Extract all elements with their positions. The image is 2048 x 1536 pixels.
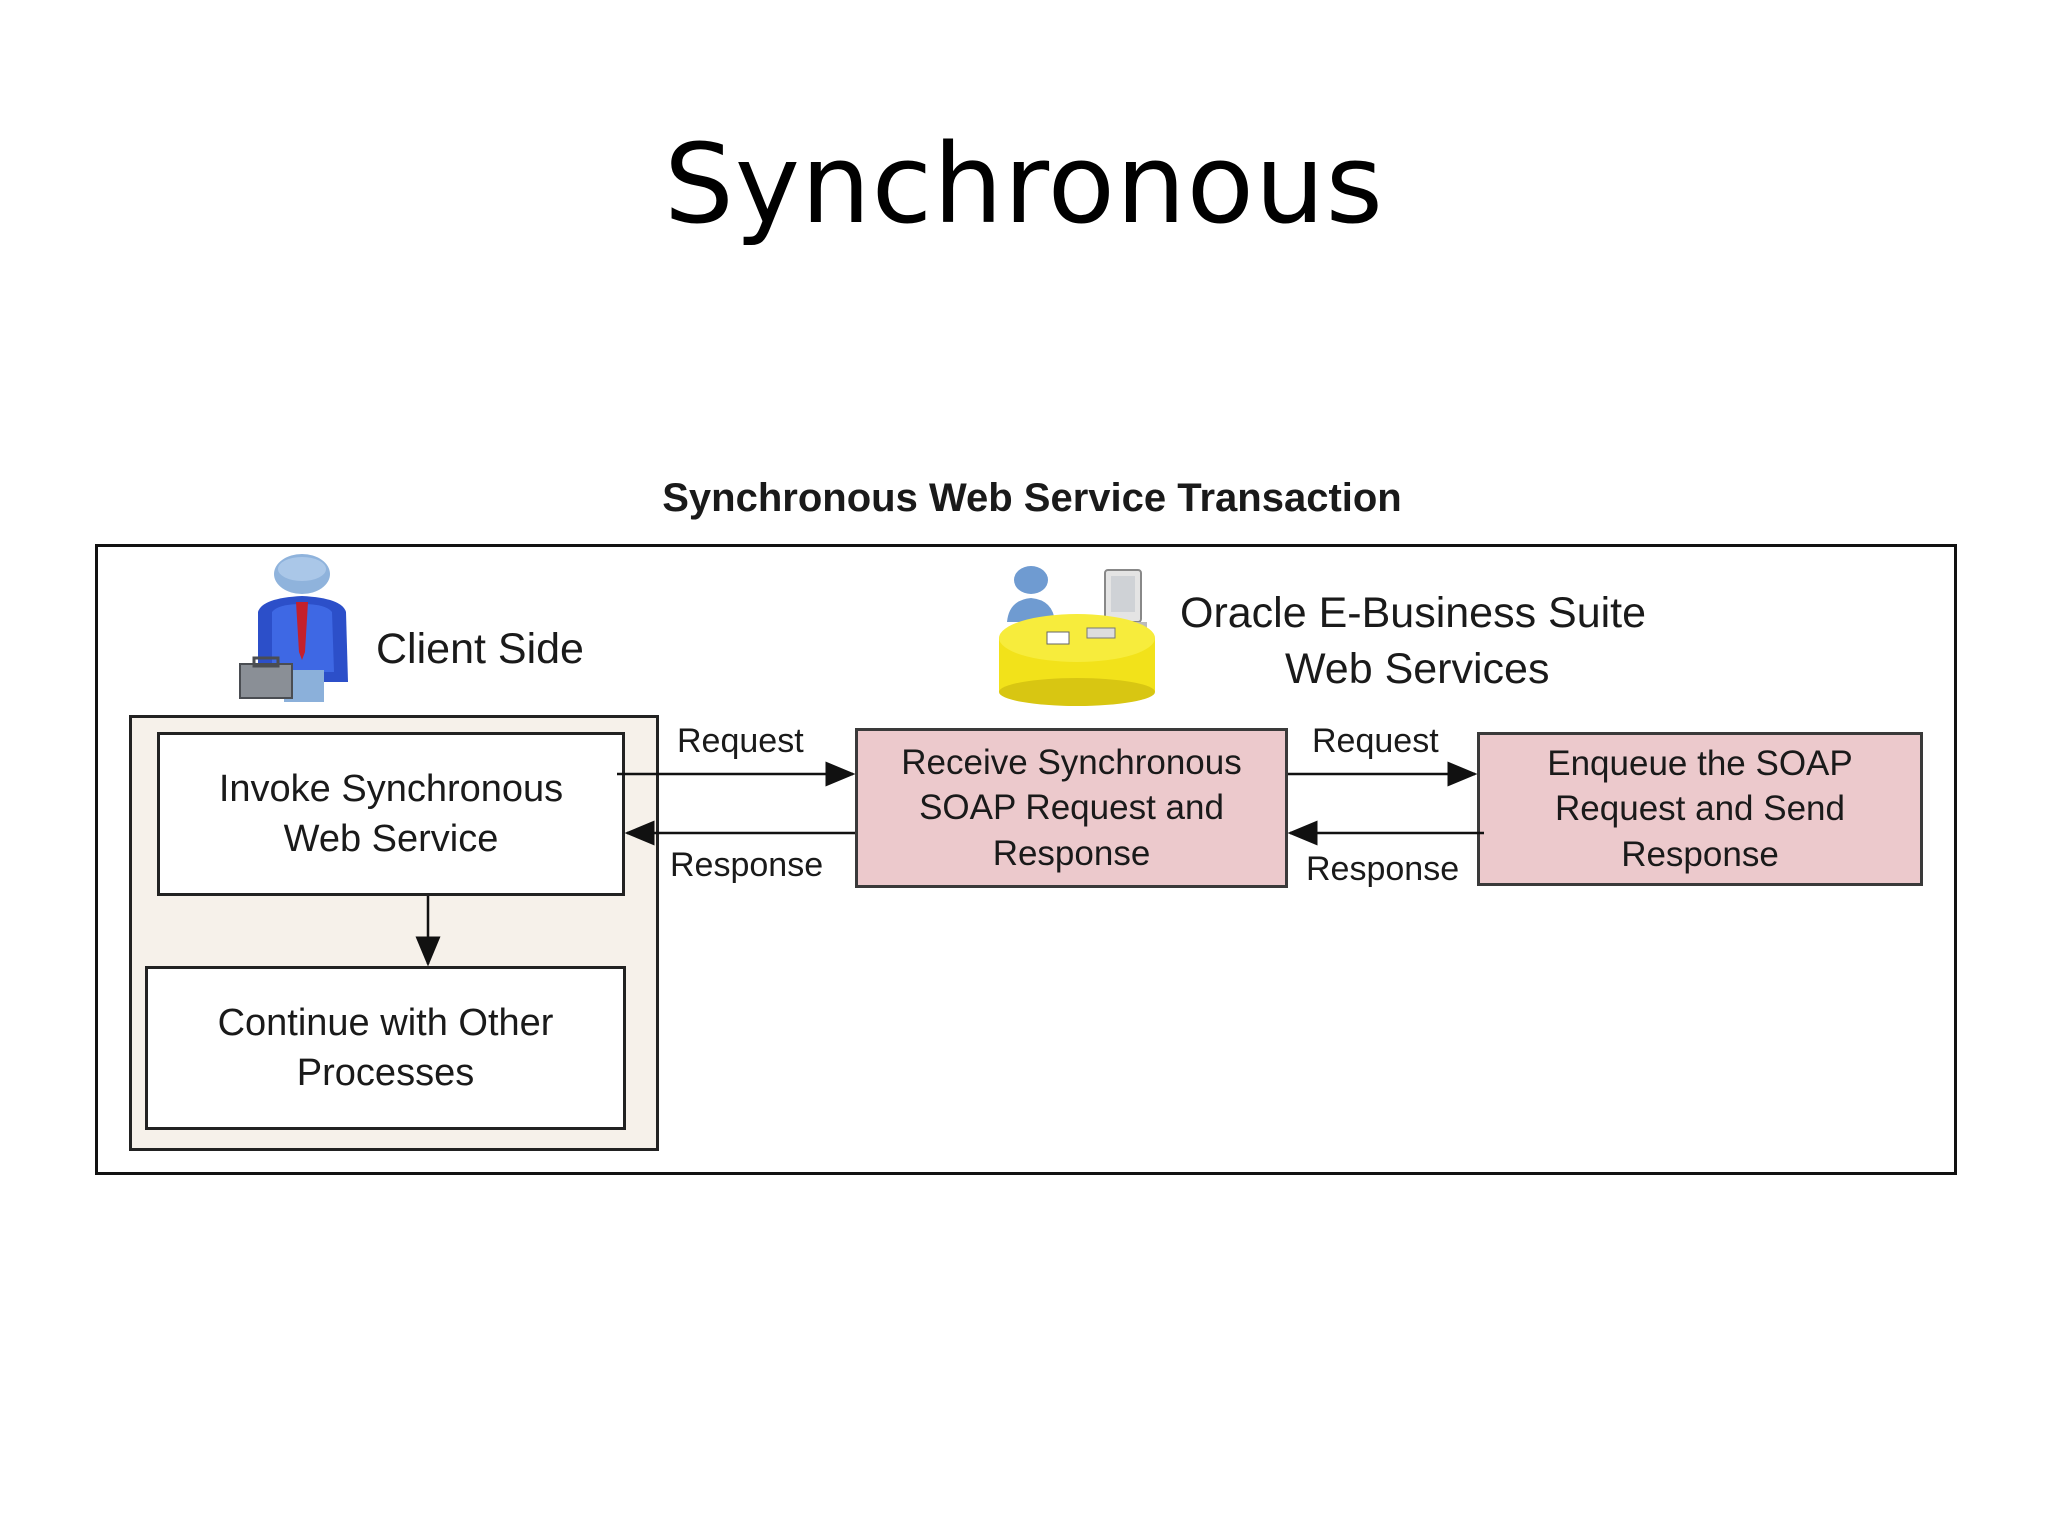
continue-processes-text: Continue with Other Processes bbox=[217, 1001, 554, 1094]
invoke-web-service-text: Invoke Synchronous Web Service bbox=[218, 767, 564, 860]
server-label-line2: Web Services bbox=[1285, 645, 1550, 693]
businessman-icon bbox=[239, 554, 348, 702]
service-desk-icon bbox=[999, 566, 1155, 706]
invoke-web-service-box: Invoke Synchronous Web Service bbox=[157, 732, 625, 896]
continue-processes-box: Continue with Other Processes bbox=[145, 966, 626, 1130]
server-label-line1: Oracle E-Business Suite bbox=[1180, 589, 1647, 637]
client-side-label: Client Side bbox=[376, 625, 584, 673]
response-label-2: Response bbox=[1306, 850, 1460, 888]
enqueue-soap-request-box: Enqueue the SOAP Request and Send Respon… bbox=[1477, 732, 1923, 886]
receive-soap-request-text: Receive Synchronous SOAP Request and Res… bbox=[901, 742, 1242, 873]
response-label-1: Response bbox=[670, 846, 824, 884]
enqueue-soap-request-text: Enqueue the SOAP Request and Send Respon… bbox=[1547, 743, 1853, 874]
diagram-title: Synchronous Web Service Transaction bbox=[662, 476, 1402, 520]
request-label-2: Request bbox=[1312, 722, 1439, 760]
slide-title: Synchronous bbox=[664, 120, 1384, 248]
receive-soap-request-box: Receive Synchronous SOAP Request and Res… bbox=[855, 728, 1288, 888]
request-label-1: Request bbox=[677, 722, 804, 760]
